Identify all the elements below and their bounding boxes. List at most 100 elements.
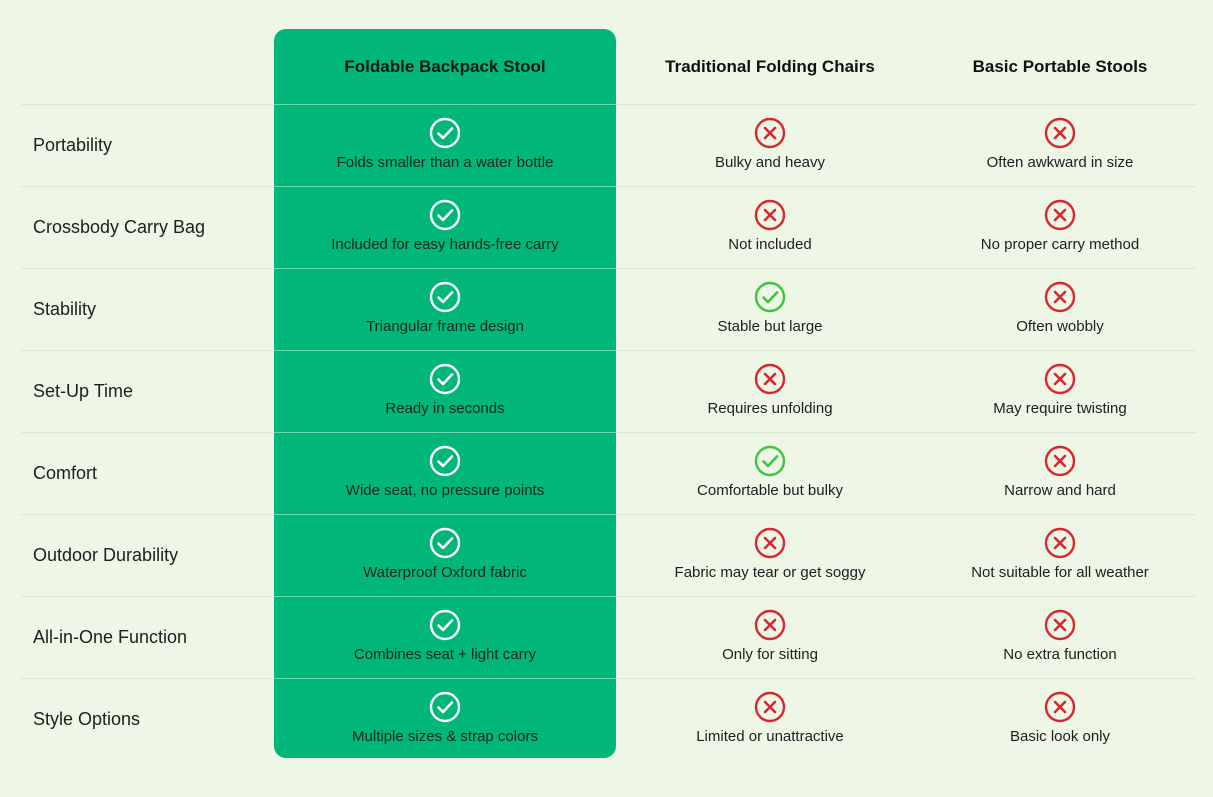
table-cell: Comfortable but bulky [616, 432, 924, 514]
table-cell: No proper carry method [924, 186, 1196, 268]
column-header-backpack-stool: Foldable Backpack Stool [344, 56, 546, 76]
row-divider-highlight [274, 268, 616, 269]
check-icon [429, 691, 461, 723]
table-cell: Not suitable for all weather [924, 514, 1196, 596]
row-divider-highlight [274, 596, 616, 597]
cross-icon [1044, 445, 1076, 477]
cell-description: Comfortable but bulky [697, 482, 843, 499]
cross-icon [1044, 363, 1076, 395]
table-cell: Stable but large [616, 268, 924, 350]
cross-icon [754, 691, 786, 723]
cell-description: Fabric may tear or get soggy [674, 564, 866, 581]
check-icon [754, 445, 786, 477]
feature-label: Style Options [33, 708, 141, 729]
cell-description: Multiple sizes & strap colors [352, 728, 538, 745]
check-icon [429, 363, 461, 395]
check-icon [429, 609, 461, 641]
feature-label: Comfort [33, 462, 98, 483]
check-icon [429, 117, 461, 149]
row-divider-highlight [274, 678, 616, 679]
check-icon [429, 281, 461, 313]
check-icon [429, 445, 461, 477]
cell-description: Combines seat + light carry [353, 646, 537, 663]
cell-description: Narrow and hard [1004, 482, 1116, 499]
table-cell: Combines seat + light carry [274, 596, 616, 678]
feature-label: All-in-One Function [33, 626, 188, 647]
row-divider-highlight [274, 186, 616, 187]
cell-description: Not suitable for all weather [971, 564, 1149, 581]
check-icon [429, 527, 461, 559]
cell-description: Stable but large [717, 318, 823, 335]
cross-icon [754, 527, 786, 559]
feature-label: Outdoor Durability [33, 544, 179, 565]
header-row: Foldable Backpack Stool Traditional Fold… [0, 29, 1213, 104]
cell-description: Waterproof Oxford fabric [363, 564, 527, 581]
row-divider-highlight [274, 104, 616, 105]
feature-label: Portability [33, 134, 113, 155]
cross-icon [1044, 281, 1076, 313]
table-cell: Waterproof Oxford fabric [274, 514, 616, 596]
cross-icon [754, 609, 786, 641]
column-header-portable-stools: Basic Portable Stools [972, 56, 1148, 76]
cell-description: No proper carry method [980, 236, 1140, 253]
table-cell: Folds smaller than a water bottle [274, 104, 616, 186]
table-cell: Often awkward in size [924, 104, 1196, 186]
check-icon [754, 281, 786, 313]
feature-label: Crossbody Carry Bag [33, 216, 206, 237]
table-cell: Narrow and hard [924, 432, 1196, 514]
cell-description: Wide seat, no pressure points [345, 482, 545, 499]
table-cell: Basic look only [924, 678, 1196, 760]
check-icon [429, 199, 461, 231]
row-divider-highlight [274, 432, 616, 433]
cross-icon [1044, 527, 1076, 559]
cell-description: Often awkward in size [986, 154, 1134, 171]
cell-description: Requires unfolding [707, 400, 833, 417]
cross-icon [1044, 117, 1076, 149]
row-divider-highlight [274, 350, 616, 351]
table-cell: Multiple sizes & strap colors [274, 678, 616, 760]
cell-description: May require twisting [993, 400, 1127, 417]
table-cell: No extra function [924, 596, 1196, 678]
table-cell: Included for easy hands-free carry [274, 186, 616, 268]
table-cell: Not included [616, 186, 924, 268]
table-cell: Ready in seconds [274, 350, 616, 432]
cross-icon [1044, 691, 1076, 723]
cell-description: Folds smaller than a water bottle [336, 154, 554, 171]
table-cell: Often wobbly [924, 268, 1196, 350]
column-header-folding-chairs: Traditional Folding Chairs [665, 56, 875, 76]
cross-icon [754, 363, 786, 395]
table-cell: Requires unfolding [616, 350, 924, 432]
cross-icon [1044, 609, 1076, 641]
cell-description: Basic look only [1009, 728, 1111, 745]
cell-description: No extra function [1003, 646, 1117, 663]
cell-description: Ready in seconds [385, 400, 505, 417]
cross-icon [1044, 199, 1076, 231]
cell-description: Bulky and heavy [714, 154, 826, 171]
table-cell: May require twisting [924, 350, 1196, 432]
table-cell: Limited or unattractive [616, 678, 924, 760]
cell-description: Included for easy hands-free carry [331, 236, 559, 253]
cross-icon [754, 117, 786, 149]
table-cell: Bulky and heavy [616, 104, 924, 186]
cell-description: Limited or unattractive [696, 728, 844, 745]
table-cell: Wide seat, no pressure points [274, 432, 616, 514]
feature-label: Set-Up Time [33, 380, 134, 401]
cell-description: Only for sitting [722, 646, 818, 663]
feature-label: Stability [33, 298, 97, 319]
table-cell: Triangular frame design [274, 268, 616, 350]
cell-description: Often wobbly [1016, 318, 1104, 335]
table-cell: Fabric may tear or get soggy [616, 514, 924, 596]
table-cell: Only for sitting [616, 596, 924, 678]
cell-description: Triangular frame design [366, 318, 524, 335]
cross-icon [754, 199, 786, 231]
row-divider-highlight [274, 514, 616, 515]
cell-description: Not included [728, 236, 812, 253]
